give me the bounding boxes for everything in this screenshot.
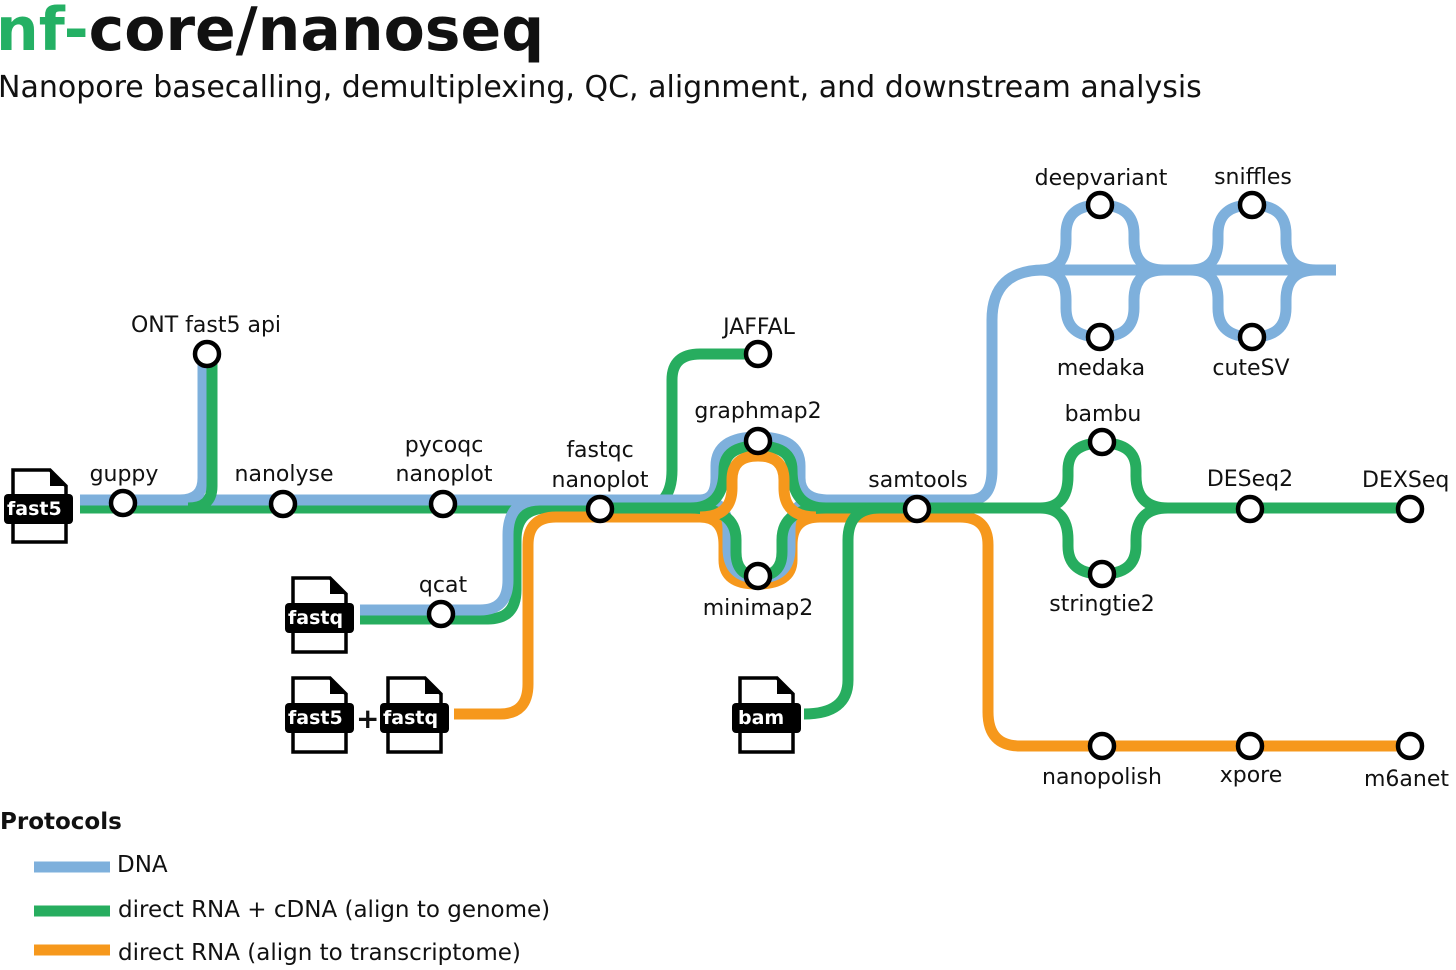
node-graphmap2: [743, 426, 773, 456]
label-guppy: guppy: [90, 462, 159, 487]
node-jaffal: [743, 339, 773, 369]
title-main: core/nanoseq: [89, 0, 544, 65]
node-dexseq: [1395, 494, 1425, 524]
legend-item-rna-transcriptome: direct RNA (align to transcriptome): [118, 940, 521, 966]
file-icon-bam: bam: [732, 676, 801, 754]
node-qcat: [426, 599, 456, 629]
label-pycoqc-2: nanoplot: [396, 462, 493, 487]
label-samtools: samtools: [868, 468, 968, 493]
label-fastqc-2: nanoplot: [552, 468, 649, 493]
label-dexseq: DEXSeq: [1362, 468, 1449, 493]
line-green-ontfast5: [187, 360, 218, 514]
node-cutesv: [1237, 322, 1267, 352]
line-green-bam: [803, 502, 881, 720]
line-orange-input: [454, 511, 1410, 752]
file-icon-fast5-main: fast5: [4, 468, 73, 544]
node-fastqc: [585, 494, 615, 524]
label-bambu: bambu: [1065, 402, 1142, 427]
file-icon-fastq-qcat: fastq: [285, 576, 354, 654]
node-nanopolish: [1087, 731, 1117, 761]
label-graphmap2: graphmap2: [694, 399, 821, 424]
label-m6anet: m6anet: [1364, 767, 1449, 792]
file-label-fastq-pair: fastq: [383, 707, 438, 729]
node-bambu: [1087, 427, 1117, 457]
line-blue-ontfast5: [179, 355, 209, 506]
node-samtools: [902, 494, 932, 524]
page-subtitle: Nanopore basecalling, demultiplexing, QC…: [0, 70, 1202, 105]
line-blue-align: [600, 264, 1336, 506]
label-cutesv: cuteSV: [1212, 356, 1289, 381]
label-nanopolish: nanopolish: [1042, 765, 1162, 790]
file-label-fastq: fastq: [288, 607, 343, 629]
label-jaffal: JAFFAL: [721, 315, 795, 340]
station-labels: guppy ONT fast5 api nanolyse pycoqc nano…: [90, 165, 1450, 792]
plus-sign: +: [356, 702, 379, 735]
node-m6anet: [1395, 731, 1425, 761]
node-pycoqc: [428, 489, 458, 519]
file-icon-fastq-pair: fastq: [380, 676, 449, 754]
legend: Protocols DNA direct RNA + cDNA (align t…: [0, 809, 550, 966]
node-nanolyse: [268, 489, 298, 519]
file-label-bam: bam: [738, 707, 784, 729]
node-sniffles: [1237, 190, 1267, 220]
line-blue-qcat: [360, 494, 560, 616]
legend-item-rna-genome: direct RNA + cDNA (align to genome): [118, 897, 550, 923]
file-label-fast5-pair: fast5: [288, 707, 343, 729]
label-fastqc-1: fastqc: [566, 438, 633, 463]
label-nanolyse: nanolyse: [235, 462, 334, 487]
file-icon-fast5-pair: fast5: [285, 676, 354, 754]
label-deseq2: DESeq2: [1207, 467, 1293, 492]
node-medaka: [1085, 322, 1115, 352]
node-guppy: [108, 488, 138, 518]
legend-title: Protocols: [0, 809, 122, 835]
legend-item-dna: DNA: [117, 852, 168, 878]
node-deseq2: [1235, 494, 1265, 524]
page-title: nf-core/nanoseq: [0, 0, 544, 65]
title-prefix: nf-: [0, 0, 89, 65]
line-green-qcat: [360, 502, 560, 625]
line-orange-graphmap: [699, 450, 817, 523]
node-xpore: [1235, 731, 1265, 761]
node-stringtie2: [1087, 559, 1117, 589]
node-deepvariant: [1085, 190, 1115, 220]
node-ont-fast5-api: [192, 339, 222, 369]
file-label-fast5: fast5: [7, 498, 62, 520]
label-medaka: medaka: [1057, 356, 1145, 381]
label-stringtie2: stringtie2: [1049, 592, 1154, 617]
node-minimap2: [743, 561, 773, 591]
label-sniffles: sniffles: [1214, 165, 1292, 190]
label-ont-fast5-api: ONT fast5 api: [131, 313, 281, 338]
label-qcat: qcat: [419, 573, 468, 598]
label-xpore: xpore: [1220, 763, 1283, 788]
label-deepvariant: deepvariant: [1035, 166, 1168, 191]
label-minimap2: minimap2: [703, 596, 813, 621]
station-nodes: [108, 190, 1425, 761]
label-pycoqc-1: pycoqc: [405, 433, 484, 458]
